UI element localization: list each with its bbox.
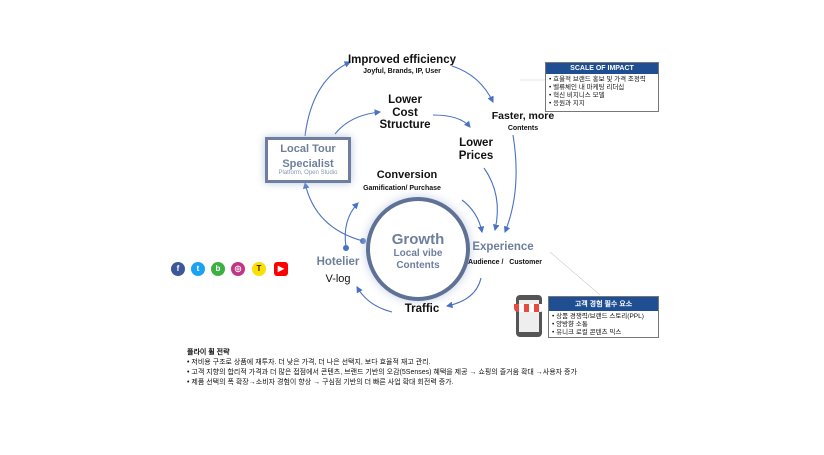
lt-l1: Local Tour <box>280 143 336 155</box>
experience-box-title: 고객 경험 필수 요소 <box>549 297 658 311</box>
mobile-shop-icon <box>514 295 544 337</box>
notes-item: • 저비용 구조로 상품에 재투자. 더 낮은 가격, 더 나은 선택지, 보다… <box>187 359 431 366</box>
scale-item: • 응원과 지지 <box>549 100 585 107</box>
growth-l1: Local vibe <box>393 248 443 259</box>
scale-item: • 벨류체인 내 마케팅 리더십 <box>549 84 625 91</box>
experience-item: • 상품 경쟁력/브랜드 스토리(PPL) <box>552 313 644 320</box>
lt-l2: Specialist <box>282 158 334 170</box>
scale-of-impact-box: SCALE OF IMPACT • 효율적 브랜드 홍보 및 가격 조정력• 벨… <box>545 62 659 112</box>
node-improved-efficiency: Improved efficiency <box>347 54 457 66</box>
scale-item: • 혁신 비지니스 모델 <box>549 92 605 99</box>
arrow-lt-to-efficiency <box>304 61 351 137</box>
arrow-efficiency-to-faster <box>451 65 494 103</box>
growth-l2: Contents <box>396 260 440 271</box>
node-hotelier: Hotelier <box>316 256 360 268</box>
node-experience-sub: Audience / Customer <box>468 259 542 266</box>
scale-box-title: SCALE OF IMPACT <box>546 63 658 74</box>
notes-item: • 제품 선택의 폭 확장→소비자 경험이 향상 → 구심점 기반의 더 빠른 … <box>187 379 454 386</box>
node-experience: Experience <box>472 241 534 253</box>
lt-sub: Platform, Open Studio <box>278 170 338 176</box>
growth-circle: Growth Local vibe Contents <box>366 197 470 301</box>
twitter-icon[interactable]: t <box>191 262 205 276</box>
notes-item: • 고객 지향의 합리적 가격과 더 많은 접점에서 콘텐츠, 브랜드 기반의 … <box>187 369 577 376</box>
node-vlog: V-log <box>325 273 351 285</box>
lower-cost-l3: Structure <box>379 119 431 132</box>
arrow-growth-to-lt <box>302 181 364 242</box>
arrow-traffic-to-hotelier <box>356 286 393 313</box>
youtube-icon[interactable]: ▶ <box>274 262 288 276</box>
arrow-hotelier-to-conversion <box>344 202 359 248</box>
arrow-prices-to-experience <box>483 167 500 232</box>
growth-title: Growth <box>391 231 445 248</box>
node-faster-sub: Contents <box>507 125 539 132</box>
arrow-conversion-to-experience <box>461 199 485 234</box>
node-conversion-sub: Gamification/ Purchase <box>363 185 441 192</box>
flywheel-notes: 플라이 휠 전략 • 저비용 구조로 상품에 재투자. 더 낮은 가격, 더 나… <box>187 348 577 388</box>
blog-icon[interactable]: b <box>211 262 225 276</box>
kakaotalk-icon[interactable]: T <box>252 262 266 276</box>
node-traffic: Traffic <box>404 303 440 315</box>
node-conversion: Conversion <box>376 169 438 181</box>
node-faster: Faster, more <box>491 110 555 122</box>
local-tour-specialist-box: Local Tour Specialist Platform, Open Stu… <box>265 137 351 183</box>
arrow-faster-to-experience <box>504 134 517 234</box>
facebook-icon[interactable]: f <box>171 262 185 276</box>
experience-item: • 유니크 로컬 콘텐츠 믹스 <box>552 329 622 336</box>
scale-item: • 효율적 브랜드 홍보 및 가격 조정력 <box>549 76 646 83</box>
experience-item: • 양방향 소통 <box>552 321 588 328</box>
lower-prices-l1: Lower <box>459 137 493 149</box>
arrow-experience-to-traffic <box>445 277 482 309</box>
notes-title: 플라이 휠 전략 <box>187 349 230 356</box>
arrow-cost-to-prices <box>432 114 471 128</box>
lower-cost-l1: Lower <box>388 94 422 106</box>
arrow-lt-to-cost <box>334 109 382 135</box>
instagram-icon[interactable]: ◎ <box>231 262 245 276</box>
lower-prices-l2: Prices <box>458 149 494 162</box>
experience-elements-box: 고객 경험 필수 요소 • 상품 경쟁력/브랜드 스토리(PPL)• 양방향 소… <box>548 296 659 338</box>
lower-cost-l2: Cost <box>392 106 418 119</box>
node-improved-efficiency-sub: Joyful, Brands, IP, User <box>363 68 441 75</box>
